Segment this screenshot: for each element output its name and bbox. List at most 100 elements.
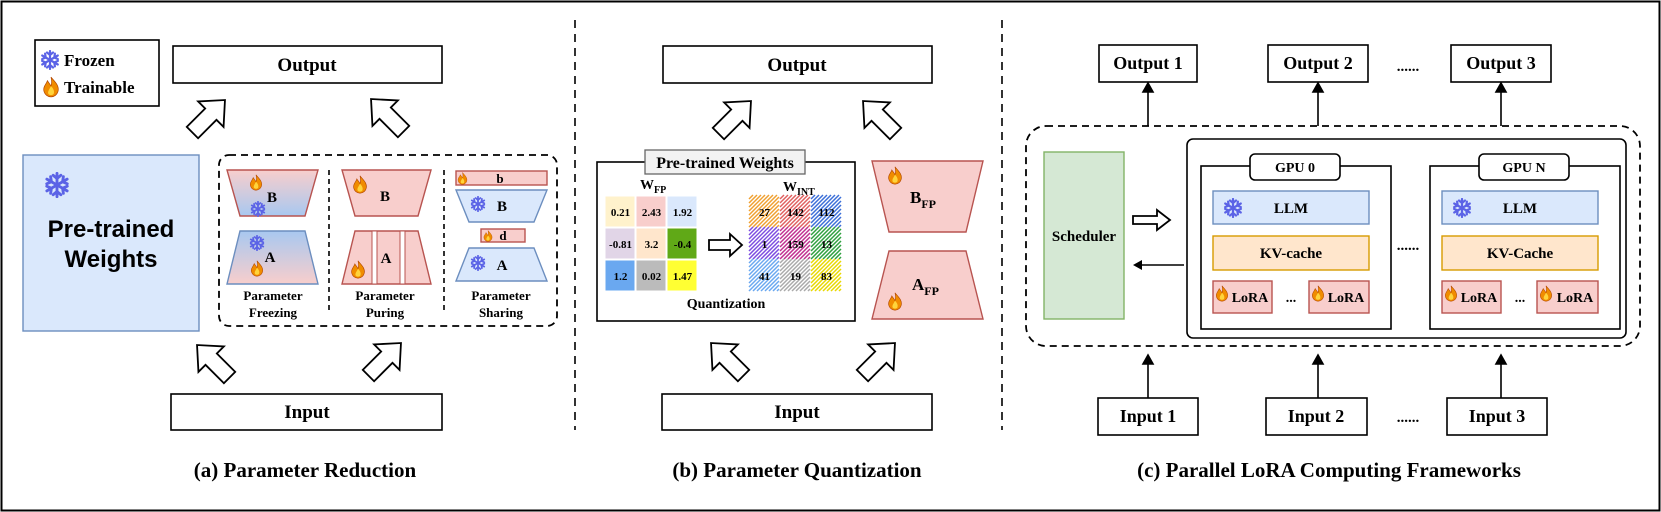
gpu-0-label: GPU 0 [1275,161,1315,176]
gpu-0-llm [1212,190,1370,225]
input-box-b [661,393,933,431]
quant-weights-title-box [644,149,806,175]
wint-label: WINT [783,180,815,198]
puring-a-label: A [381,251,392,267]
gpu-n-lora-ellipsis: ... [1515,291,1526,306]
freezing-label-1: Parameter [243,288,302,303]
arrow-up-right-icon [185,99,226,140]
quant-weights-title: Pre-trained Weights [656,155,794,172]
puring-label-2: Puring [366,305,405,320]
legend-box [34,39,160,107]
fp-value: -0.4 [674,239,692,251]
int-cell [748,258,780,292]
fp-cell [604,227,636,260]
int-value: 159 [787,239,804,251]
arrow-up-left-icon [710,342,751,383]
input-arrows [1141,353,1508,398]
pretrained-weights-box [22,154,200,332]
fp-cell [604,259,636,292]
output-box-b [662,45,933,84]
wfp-label: WFP [640,178,666,196]
sharing-b-label: B [497,199,507,215]
output-box-a [172,45,443,84]
output-3-box [1450,44,1552,83]
gpu-n-kvcache [1441,235,1599,271]
gpu-0-lora-1-label: LoRA [1232,291,1269,306]
sharing-b-vector [455,170,548,186]
input-1-label: Input 1 [1120,406,1177,426]
input-box-a [170,393,443,431]
gpu-0-lora-ellipsis: ... [1286,291,1297,306]
gpu-dots: ...... [1397,238,1420,254]
puring-b-label: B [380,189,390,205]
afp-label: AFP [912,275,939,298]
int-value: 112 [819,207,835,219]
gpu-n-tab [1478,153,1570,181]
freezing-a-trapezoid [226,230,319,285]
fp-cell [635,259,667,292]
input-3-box [1446,397,1548,436]
sharing-a-label: A [497,258,508,274]
gpu-0-kvcache-label: KV-cache [1260,246,1323,262]
output-2-box [1267,44,1369,83]
arrow-up-right-icon [361,342,402,383]
input-3-label: Input 3 [1469,406,1526,426]
dispatch-arrow-icon [1132,208,1172,232]
int-cell [779,258,811,292]
fp-value: 3.2 [645,239,659,251]
sharing-d-label: d [499,228,507,243]
input-label-a: Input [284,402,330,423]
input-1-box [1097,397,1199,436]
inputs-dots: ...... [1397,410,1420,426]
freezing-b-trapezoid [226,169,319,217]
quantize-arrow-icon [708,231,744,259]
int-value: 41 [759,271,770,283]
panel-c: Output 1 Output 2 ...... Output 3 Schedu… [1025,44,1641,482]
int-value: 19 [790,271,802,283]
output-arrows [1141,81,1508,126]
fp-value: 1.92 [673,207,693,219]
output-1-label: Output 1 [1113,53,1183,73]
input-2-label: Input 2 [1288,406,1345,426]
sharing-label-2: Sharing [479,305,524,320]
fp-value: 0.21 [611,207,630,219]
pretrained-label-line1: Pre-trained [48,216,175,243]
arrow-up-right-icon [855,342,896,383]
output-1-box [1098,44,1198,83]
int-value: 142 [787,207,804,219]
int-cell [779,194,811,228]
arrow-up-left-icon [196,344,237,385]
gpu-n-lora-2-label: LoRA [1557,291,1594,306]
output-label-b: Output [767,55,827,76]
gpu-n-kvcache-label: KV-Cache [1487,246,1554,262]
panel-b: Output Input Pre-trained Weights WFP WIN… [596,45,984,482]
arrow-up-left-icon [862,100,903,141]
sharing-label-1: Parameter [471,288,530,303]
int-value: 13 [821,239,833,251]
fp-value: -0.81 [609,239,632,251]
fp-cell [666,259,698,292]
fp-cell [635,227,667,260]
outputs-dots: ...... [1397,59,1420,75]
int-value: 27 [759,207,771,219]
sharing-b-small-label: b [496,171,503,186]
scheduler-label: Scheduler [1052,229,1117,245]
freezing-label-2: Freezing [249,305,298,320]
caption-c: (c) Parallel LoRA Computing Frameworks [1137,458,1521,482]
int-cell [810,226,842,260]
methods-dashed-box [218,154,558,327]
caption-a: (a) Parameter Reduction [194,458,417,482]
output-2-label: Output 2 [1283,53,1353,73]
int-cell [748,194,780,228]
panel-a: Frozen Trainable Output Input Pre-traine… [22,39,558,482]
gpu-0-lora-2-label: LoRA [1328,291,1365,306]
gpu-n-llm-label: LLM [1503,201,1537,217]
fp-cell [666,195,698,228]
caption-b: (b) Parameter Quantization [672,458,922,482]
gpu-0-llm-label: LLM [1274,201,1308,217]
fp-cell [635,195,667,228]
return-arrowhead-icon [1133,260,1142,270]
